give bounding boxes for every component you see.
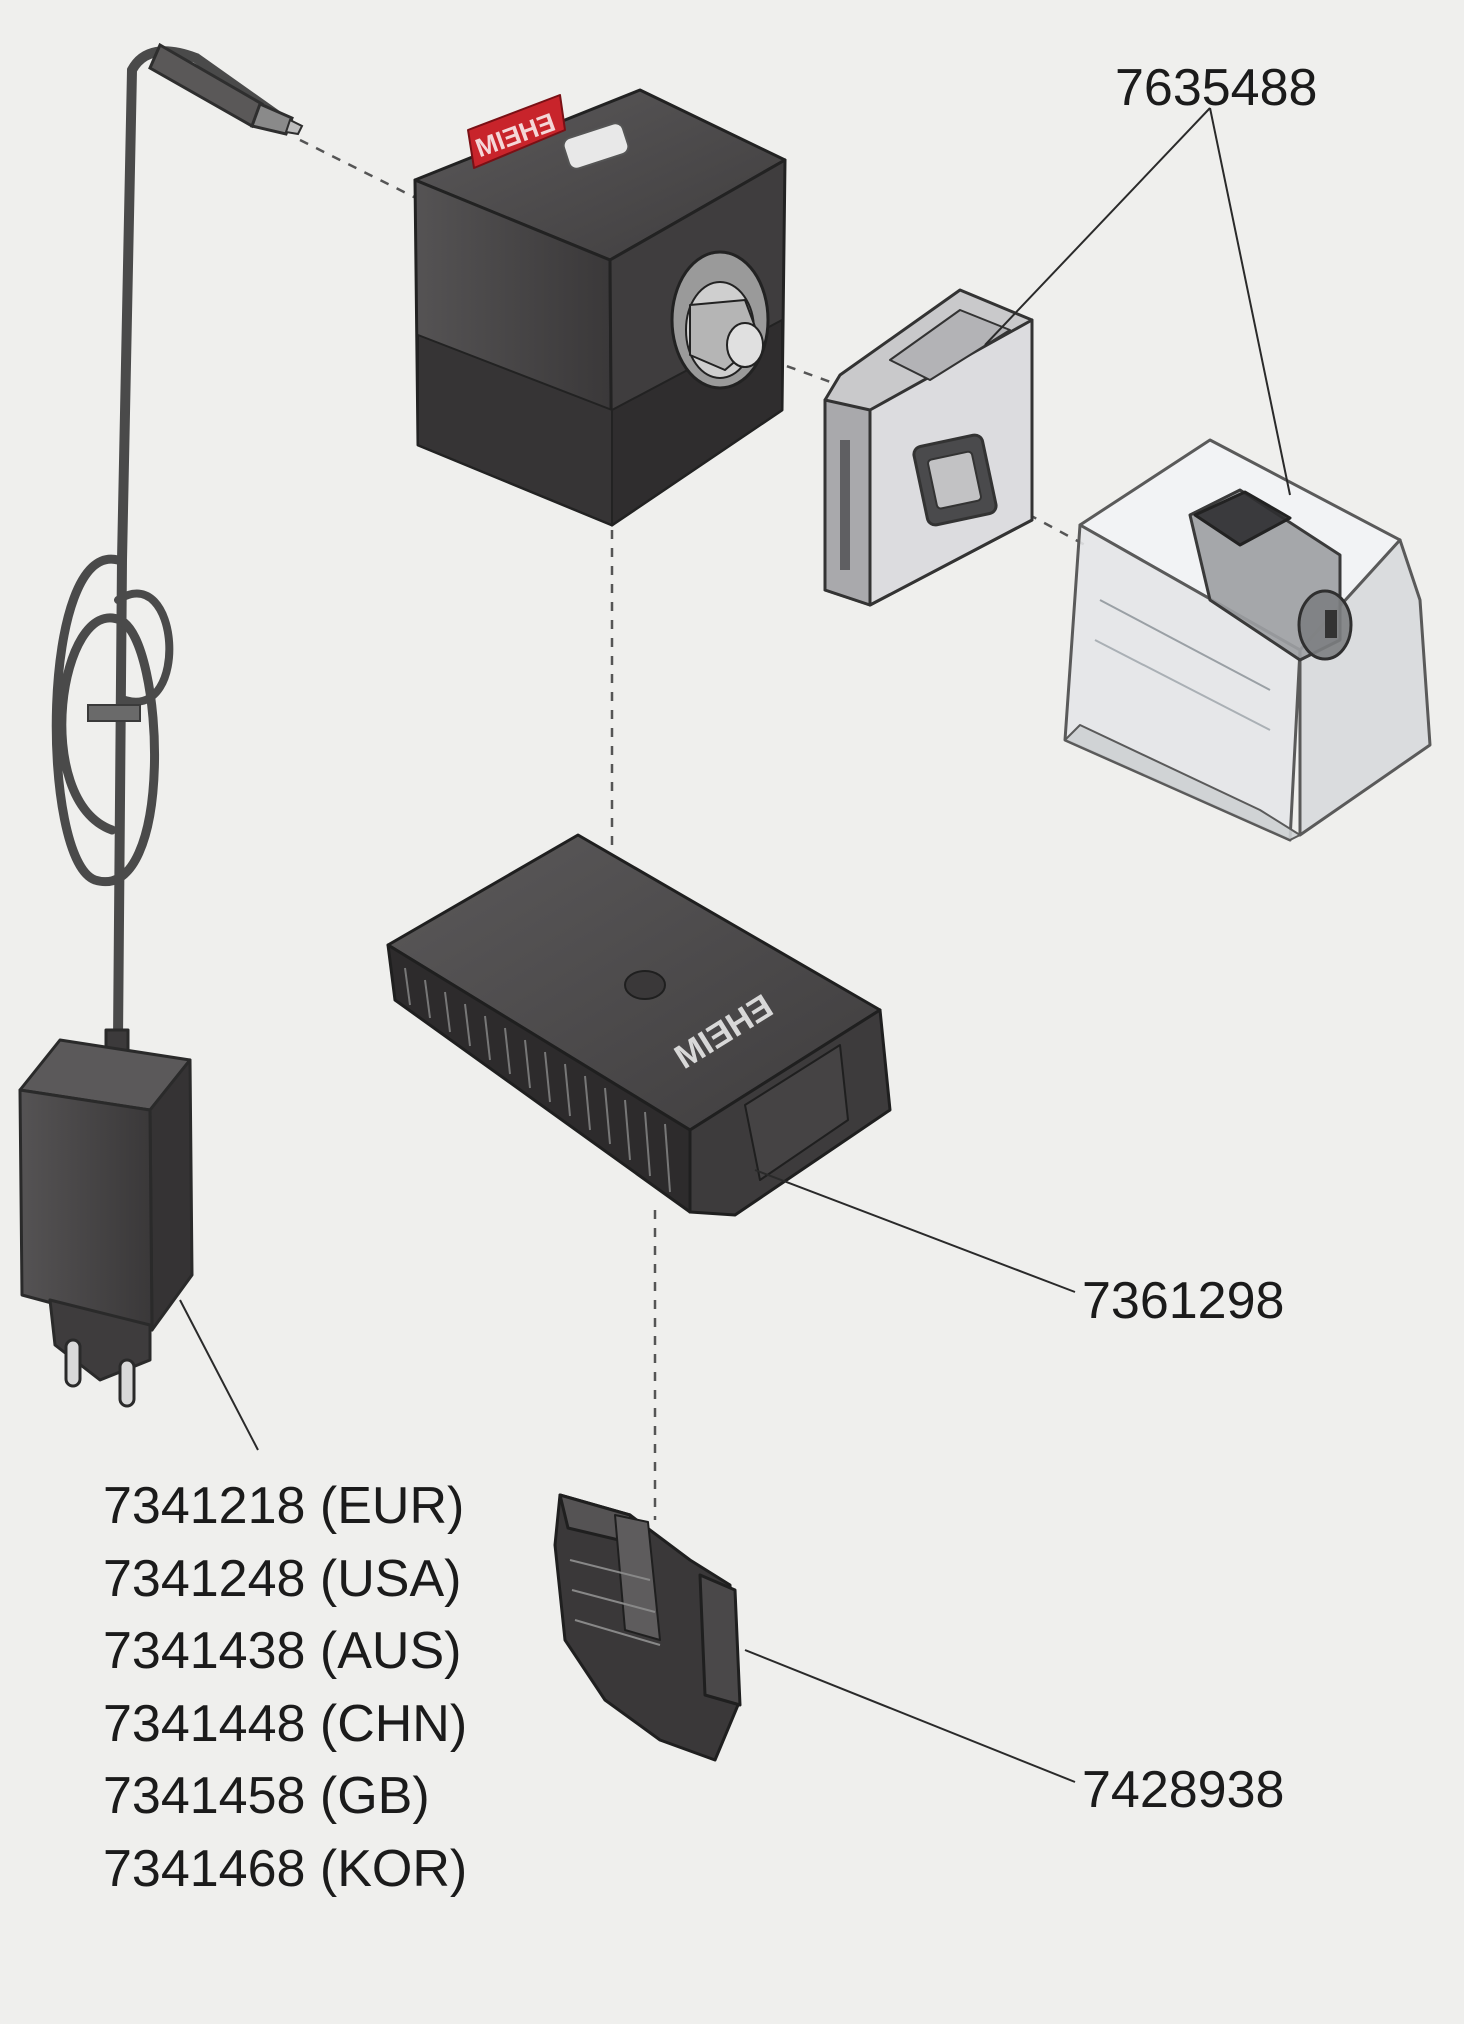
power-cable xyxy=(51,46,300,1045)
adapter-variant: 7341458 (GB) xyxy=(103,1767,430,1825)
wall-holder-icon xyxy=(553,1493,742,1762)
adapter-variant: 7341468 (KOR) xyxy=(103,1839,468,1898)
adapter-variant: 7341248 (USA) xyxy=(103,1549,462,1608)
part-number-filter-cartridge: 7635488 xyxy=(1115,59,1318,117)
filter-cartridge-box-icon xyxy=(1063,438,1432,842)
pump-head-icon xyxy=(413,88,787,527)
part-number-base-station: 7361298 xyxy=(1082,1272,1285,1330)
dc-plug-icon xyxy=(148,42,304,136)
leader-lines xyxy=(179,107,1291,1783)
power-adapter-icon xyxy=(18,1028,194,1408)
filter-plate-icon xyxy=(823,288,1034,607)
adapter-variant: 7341448 (CHN) xyxy=(103,1694,468,1753)
power-adapter-part-list: 7341218 (EUR) 7341248 (USA) 7341438 (AUS… xyxy=(103,1470,467,1905)
part-number-wall-holder: 7428938 xyxy=(1082,1761,1285,1819)
adapter-variant: 7341438 (AUS) xyxy=(103,1622,462,1680)
base-station-icon xyxy=(386,833,892,1217)
adapter-variant: 7341218 (EUR) xyxy=(103,1477,465,1535)
